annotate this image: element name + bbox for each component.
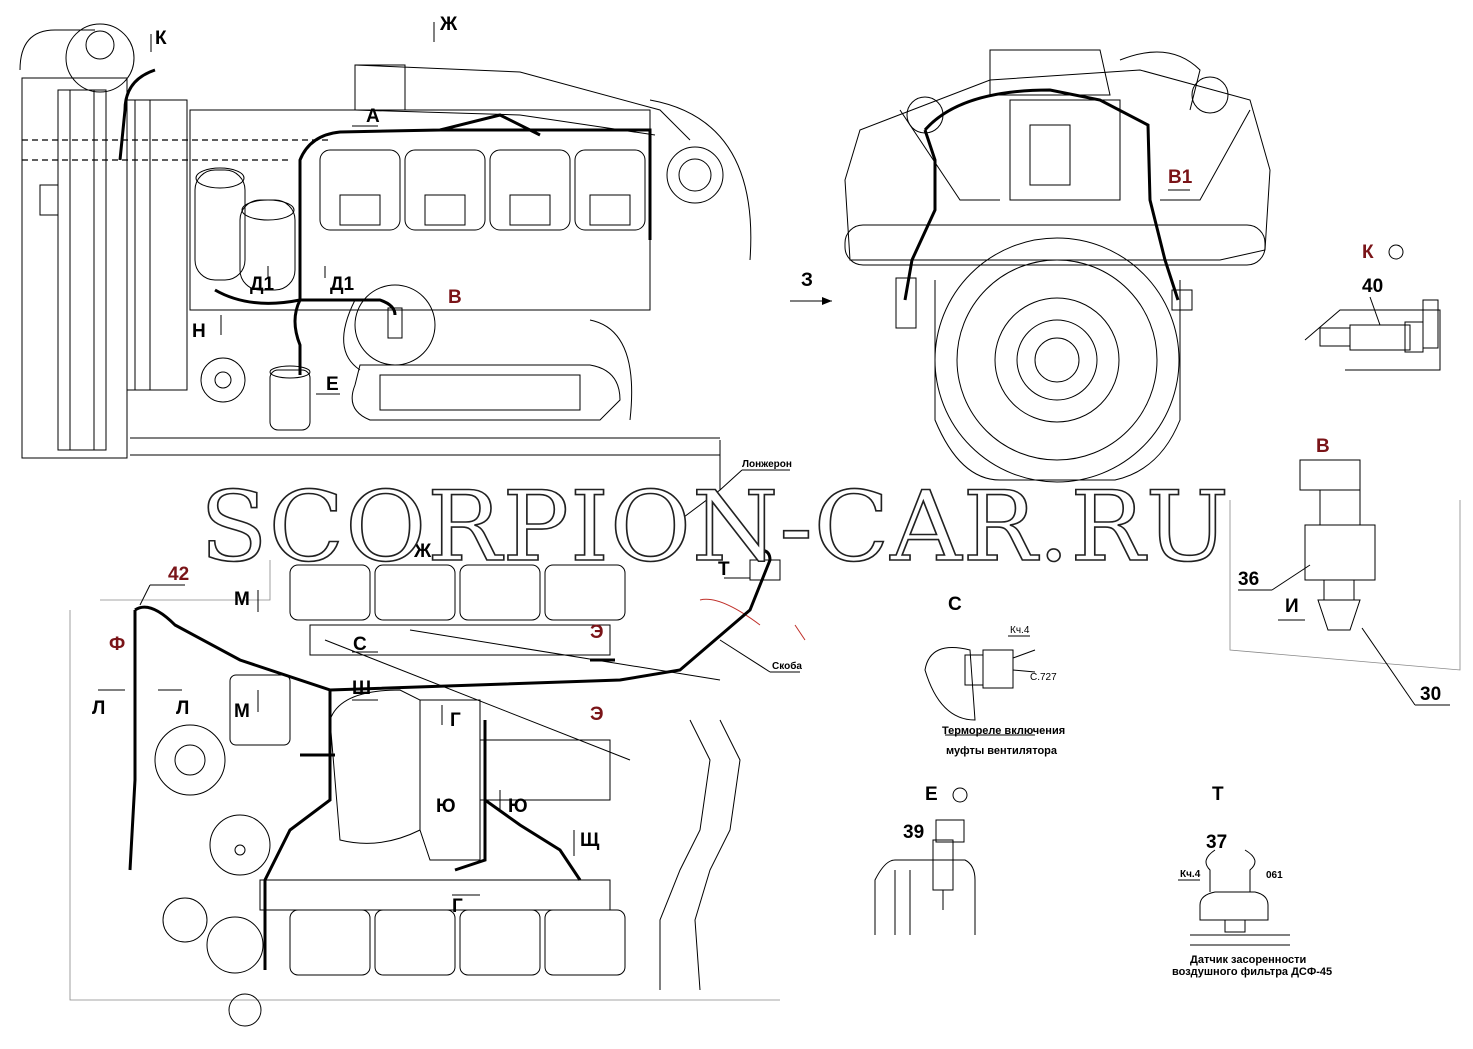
text-c727: С.727 — [1030, 672, 1057, 683]
label-L-left: Л — [92, 698, 105, 719]
label-G-upper: Г — [450, 710, 461, 731]
text-sensor-line1: Датчик засоренности — [1190, 954, 1306, 966]
label-N: Н — [192, 321, 206, 342]
label-V-detail: В — [1316, 436, 1330, 457]
label-E-lower: Э — [590, 704, 604, 725]
engine-side-view-top — [19, 23, 752, 521]
detail-marker-E — [952, 787, 968, 803]
engine-front-view — [844, 49, 1271, 483]
text-kch4-a: Кч.4 — [1010, 625, 1030, 636]
engine-top-view — [69, 548, 806, 1027]
label-T-detail: Т — [1212, 784, 1224, 805]
label-M-bottom: М — [234, 701, 250, 722]
sensor-40-drawing — [1304, 296, 1441, 371]
label-D1-right: Д1 — [330, 274, 355, 295]
label-S-bottom: С — [353, 634, 367, 655]
sensor-39-drawing — [874, 819, 976, 935]
label-E-detail: Е — [925, 784, 938, 805]
label-A: А — [366, 106, 380, 127]
label-M-top: М — [234, 589, 250, 610]
label-SHCH: Щ — [580, 830, 600, 851]
label-K-top: К — [155, 28, 167, 49]
text-061: 061 — [1266, 870, 1283, 881]
label-ZH-top: Ж — [439, 14, 458, 35]
text-skoba: Скоба — [772, 660, 802, 672]
number-37: 37 — [1206, 832, 1227, 853]
label-T-bottom: Т — [718, 559, 730, 580]
label-YU-left: Ю — [436, 796, 456, 817]
label-Z: З — [801, 270, 813, 291]
number-42: 42 — [168, 564, 189, 585]
label-V-top: В — [448, 287, 462, 308]
number-36: 36 — [1238, 569, 1259, 590]
text-kch4-b: Кч.4 — [1180, 869, 1201, 880]
text-sensor-line2: воздушного фильтра ДСФ-45 — [1172, 966, 1332, 978]
label-E-top: Е — [326, 374, 339, 395]
label-V1: В1 — [1168, 167, 1193, 188]
detail-marker-K — [1388, 244, 1404, 260]
air-filter-sensor-drawing — [1190, 849, 1290, 946]
watermark: SCORPION-CAR.RU — [200, 471, 1230, 583]
number-30: 30 — [1420, 684, 1441, 705]
text-thermoswitch-line1: Термореле включения — [942, 725, 1065, 737]
number-40: 40 — [1362, 276, 1383, 297]
label-S-detail: С — [948, 594, 962, 615]
text-longeron: Лонжерон — [742, 459, 792, 470]
label-I: И — [1285, 596, 1299, 617]
label-E-upper: Э — [590, 622, 604, 643]
sensor-36-drawing — [1229, 459, 1461, 671]
label-G-lower: Г — [452, 896, 463, 917]
number-39: 39 — [903, 822, 924, 843]
label-ZH-bottom: Ж — [413, 541, 432, 562]
label-YU-right: Ю — [508, 796, 528, 817]
thermoswitch-drawing — [924, 647, 1036, 736]
label-L-right: Л — [176, 698, 189, 719]
label-D1-left: Д1 — [250, 274, 275, 295]
text-thermoswitch-line2: муфты вентилятора — [946, 745, 1058, 757]
label-F: Ф — [109, 634, 125, 655]
label-K-detail: К — [1362, 242, 1374, 263]
label-SH: Ш — [352, 678, 371, 699]
